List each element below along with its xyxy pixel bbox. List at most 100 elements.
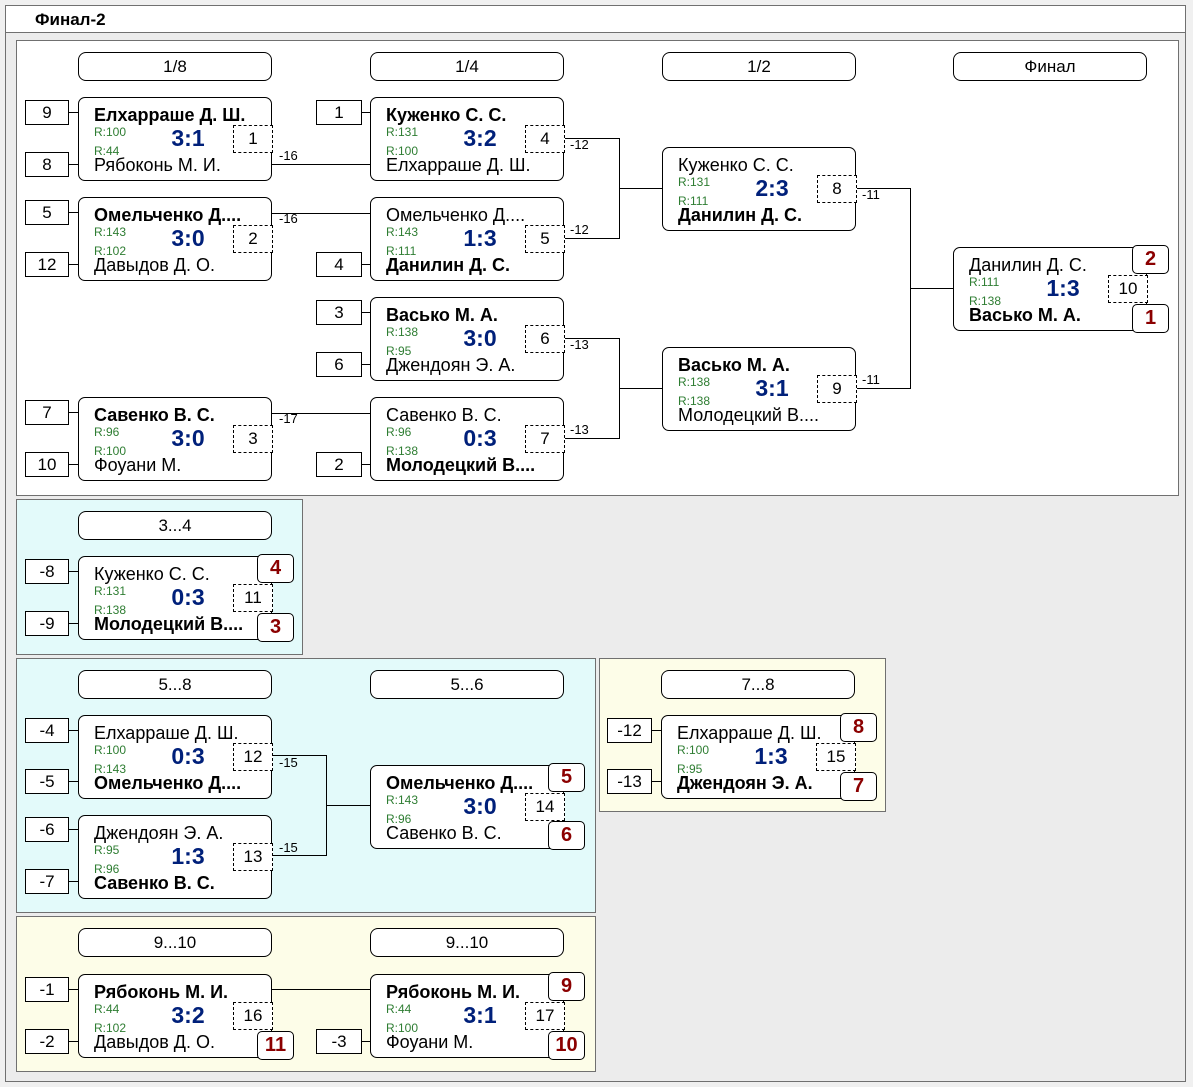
match-card[interactable]: Елхарраше Д. Ш. R:100 R:143 0:3 12 Омель… <box>78 715 273 799</box>
match-number: 6 <box>525 325 565 353</box>
match-score: 3:1 <box>755 375 789 401</box>
seed-box: -9 <box>25 611 69 636</box>
player-rating: R:131 <box>386 125 419 139</box>
match-card-final[interactable]: Данилин Д. С. R:111 R:138 1:3 10 Васько … <box>953 247 1148 331</box>
place-badge: 2 <box>1132 245 1169 274</box>
place-badge: 6 <box>548 821 585 850</box>
player-name: Молодецкий В.... <box>386 455 536 475</box>
seed-box: 6 <box>316 352 362 377</box>
match-card[interactable]: Джендоян Э. А. R:95 R:96 1:3 13 Савенко … <box>78 815 273 899</box>
match-card[interactable]: Савенко В. С. R:96 R:138 0:3 7 Молодецки… <box>370 397 565 481</box>
player-rating: R:138 <box>678 375 711 389</box>
seed-box: 1 <box>316 100 362 125</box>
player-rating: R:96 <box>386 812 412 826</box>
match-score: 3:0 <box>171 425 205 451</box>
round-header-1-4: 1/4 <box>370 52 564 81</box>
match-card[interactable]: Куженко С. С. R:131 R:111 2:3 8 Данилин … <box>662 147 857 231</box>
match-number: 10 <box>1108 275 1148 303</box>
match-score: 1:3 <box>1046 275 1080 301</box>
player-name: Молодецкий В.... <box>678 405 819 425</box>
seed-box: 7 <box>25 400 69 425</box>
match-card[interactable]: Куженко С. С. R:131 R:138 0:3 11 Молодец… <box>78 556 273 640</box>
player-rating: R:95 <box>386 344 412 358</box>
seed-box: -12 <box>607 718 652 743</box>
round-header-1-2: 1/2 <box>662 52 856 81</box>
player-rating: R:100 <box>386 1021 419 1035</box>
match-score: 3:1 <box>171 125 205 151</box>
page-title: Финал-2 <box>35 10 106 29</box>
match-card[interactable]: Рябоконь М. И. R:44 R:100 3:1 17 Фоуани … <box>370 974 565 1058</box>
seed-box: 5 <box>25 200 69 225</box>
player-name: Васько М. А. <box>969 305 1081 325</box>
player-rating: R:44 <box>94 144 120 158</box>
seed-box: -4 <box>25 718 69 743</box>
place-badge: 11 <box>257 1031 294 1060</box>
seed-box: -7 <box>25 869 69 894</box>
match-card[interactable]: Куженко С. С. R:131 R:100 3:2 4 Елхарраш… <box>370 97 565 181</box>
seed-box: -13 <box>607 769 652 794</box>
player-name: Куженко С. С. <box>678 155 794 175</box>
match-card[interactable]: Елхарраше Д. Ш. R:100 R:95 1:3 15 Джендо… <box>661 715 856 799</box>
player-name: Елхарраше Д. Ш. <box>677 723 822 743</box>
player-rating: R:96 <box>386 425 412 439</box>
loser-destination-label: -12 <box>570 222 589 237</box>
match-number: 2 <box>233 225 273 253</box>
match-card[interactable]: Омельченко Д.... R:143 R:111 1:3 5 Данил… <box>370 197 565 281</box>
seed-box: 12 <box>25 252 69 277</box>
match-card[interactable]: Омельченко Д.... R:143 R:96 3:0 14 Савен… <box>370 765 565 849</box>
player-name: Рябоконь М. И. <box>94 982 229 1002</box>
match-number: 1 <box>233 125 273 153</box>
player-name: Елхарраше Д. Ш. <box>94 723 239 743</box>
player-rating: R:131 <box>678 175 711 189</box>
seed-box: -1 <box>25 977 69 1002</box>
loser-destination-label: -15 <box>279 755 298 770</box>
player-rating: R:100 <box>677 743 710 757</box>
player-rating: R:111 <box>678 194 709 208</box>
player-rating: R:100 <box>386 144 419 158</box>
player-name: Давыдов Д. О. <box>94 255 215 275</box>
round-header-final: Финал <box>953 52 1147 81</box>
match-score: 2:3 <box>755 175 789 201</box>
player-rating: R:100 <box>94 444 127 458</box>
match-card[interactable]: Рябоконь М. И. R:44 R:102 3:2 16 Давыдов… <box>78 974 273 1058</box>
match-card[interactable]: Омельченко Д.... R:143 R:102 3:0 2 Давыд… <box>78 197 273 281</box>
loser-destination-label: -15 <box>279 840 298 855</box>
player-name: Фоуани М. <box>386 1032 474 1052</box>
player-name: Омельченко Д.... <box>94 773 242 793</box>
player-name: Васько М. А. <box>386 305 498 325</box>
match-score: 0:3 <box>171 743 205 769</box>
match-card[interactable]: Васько М. А. R:138 R:95 3:0 6 Джендоян Э… <box>370 297 565 381</box>
seed-box: -6 <box>25 817 69 842</box>
player-name: Васько М. А. <box>678 355 790 375</box>
match-card[interactable]: Савенко В. С. R:96 R:100 3:0 3 Фоуани М. <box>78 397 273 481</box>
match-number: 8 <box>817 175 857 203</box>
match-score: 3:2 <box>171 1002 205 1028</box>
player-rating: R:96 <box>94 425 120 439</box>
player-name: Данилин Д. С. <box>386 255 510 275</box>
match-number: 14 <box>525 793 565 821</box>
player-name: Куженко С. С. <box>386 105 507 125</box>
match-card[interactable]: Васько М. А. R:138 R:138 3:1 9 Молодецки… <box>662 347 857 431</box>
player-rating: R:138 <box>386 444 419 458</box>
round-header-7-8: 7...8 <box>661 670 855 699</box>
player-name: Джендоян Э. А. <box>386 355 516 375</box>
match-score: 3:0 <box>463 325 497 351</box>
loser-destination-label: -16 <box>279 211 298 226</box>
place-badge: 4 <box>257 554 294 583</box>
match-card[interactable]: Елхарраше Д. Ш. R:100 R:44 3:1 1 Рябокон… <box>78 97 273 181</box>
player-name: Омельченко Д.... <box>94 205 242 225</box>
match-score: 0:3 <box>463 425 497 451</box>
player-name: Молодецкий В.... <box>94 614 244 634</box>
player-rating: R:138 <box>969 294 1002 308</box>
player-name: Данилин Д. С. <box>969 255 1087 275</box>
match-score: 3:0 <box>171 225 205 251</box>
match-number: 11 <box>233 584 273 612</box>
round-header-3-4: 3...4 <box>78 511 272 540</box>
match-number: 9 <box>817 375 857 403</box>
player-rating: R:44 <box>94 1002 120 1016</box>
match-number: 3 <box>233 425 273 453</box>
player-rating: R:102 <box>94 1021 127 1035</box>
player-rating: R:138 <box>94 603 127 617</box>
loser-destination-label: -13 <box>570 337 589 352</box>
place-badge: 5 <box>548 763 585 792</box>
